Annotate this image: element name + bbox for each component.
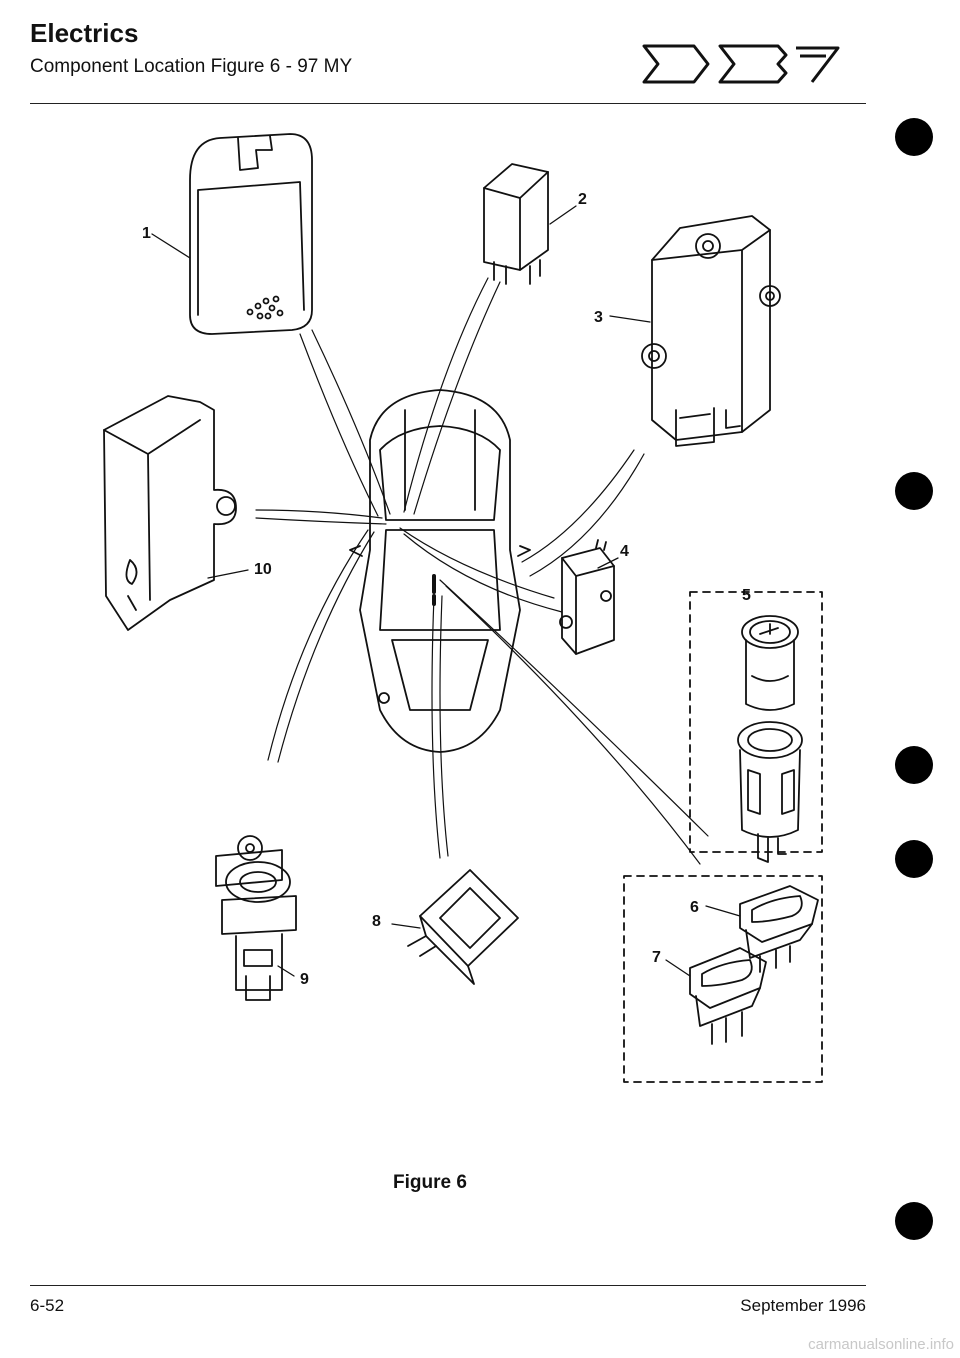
component-8-switch [407, 869, 519, 985]
callout-1: 1 [142, 225, 151, 242]
callout-9: 9 [300, 971, 309, 988]
callout-4: 4 [620, 543, 629, 560]
footer-rule [30, 1285, 866, 1286]
callout-7: 7 [652, 949, 661, 966]
callout-5: 5 [742, 587, 751, 604]
page-number: 6-52 [30, 1296, 65, 1315]
page-header-subtitle: Component Location Figure 6 - 97 MY [30, 56, 353, 77]
callout-leaders [151, 205, 741, 977]
binder-hole-4 [895, 840, 933, 878]
group-6-7-dashed-box [623, 875, 823, 1083]
component-location-diagram: 1 2 3 4 5 6 7 8 9 10 [103, 133, 823, 1083]
group-5-dashed-box [689, 591, 823, 853]
component-2-relay [483, 163, 549, 285]
watermark: carmanualsonline.info [808, 1336, 954, 1353]
binder-hole-1 [895, 118, 933, 156]
publication-date: September 1996 [740, 1296, 866, 1315]
component-1-module [189, 133, 313, 335]
page-header-title: Electrics [30, 18, 139, 48]
component-5-cigar-lighter [737, 615, 803, 863]
callout-2: 2 [578, 191, 587, 208]
binder-hole-3 [895, 746, 933, 784]
figure-caption: Figure 6 [393, 1172, 467, 1193]
component-3-control-unit [641, 215, 781, 447]
header-rule [30, 103, 866, 104]
callout-3: 3 [594, 309, 603, 326]
db7-logo-icon [642, 44, 840, 84]
component-6-switch [739, 885, 819, 973]
callout-10: 10 [254, 561, 272, 578]
component-10-module [103, 395, 237, 631]
binder-hole-2 [895, 472, 933, 510]
binder-hole-5 [895, 1202, 933, 1240]
component-9-sensor [215, 835, 297, 1001]
connection-lines [255, 277, 709, 865]
callout-6: 6 [690, 899, 699, 916]
component-4-bracket [559, 539, 615, 655]
callout-8: 8 [372, 913, 381, 930]
component-7-switch [689, 947, 767, 1045]
